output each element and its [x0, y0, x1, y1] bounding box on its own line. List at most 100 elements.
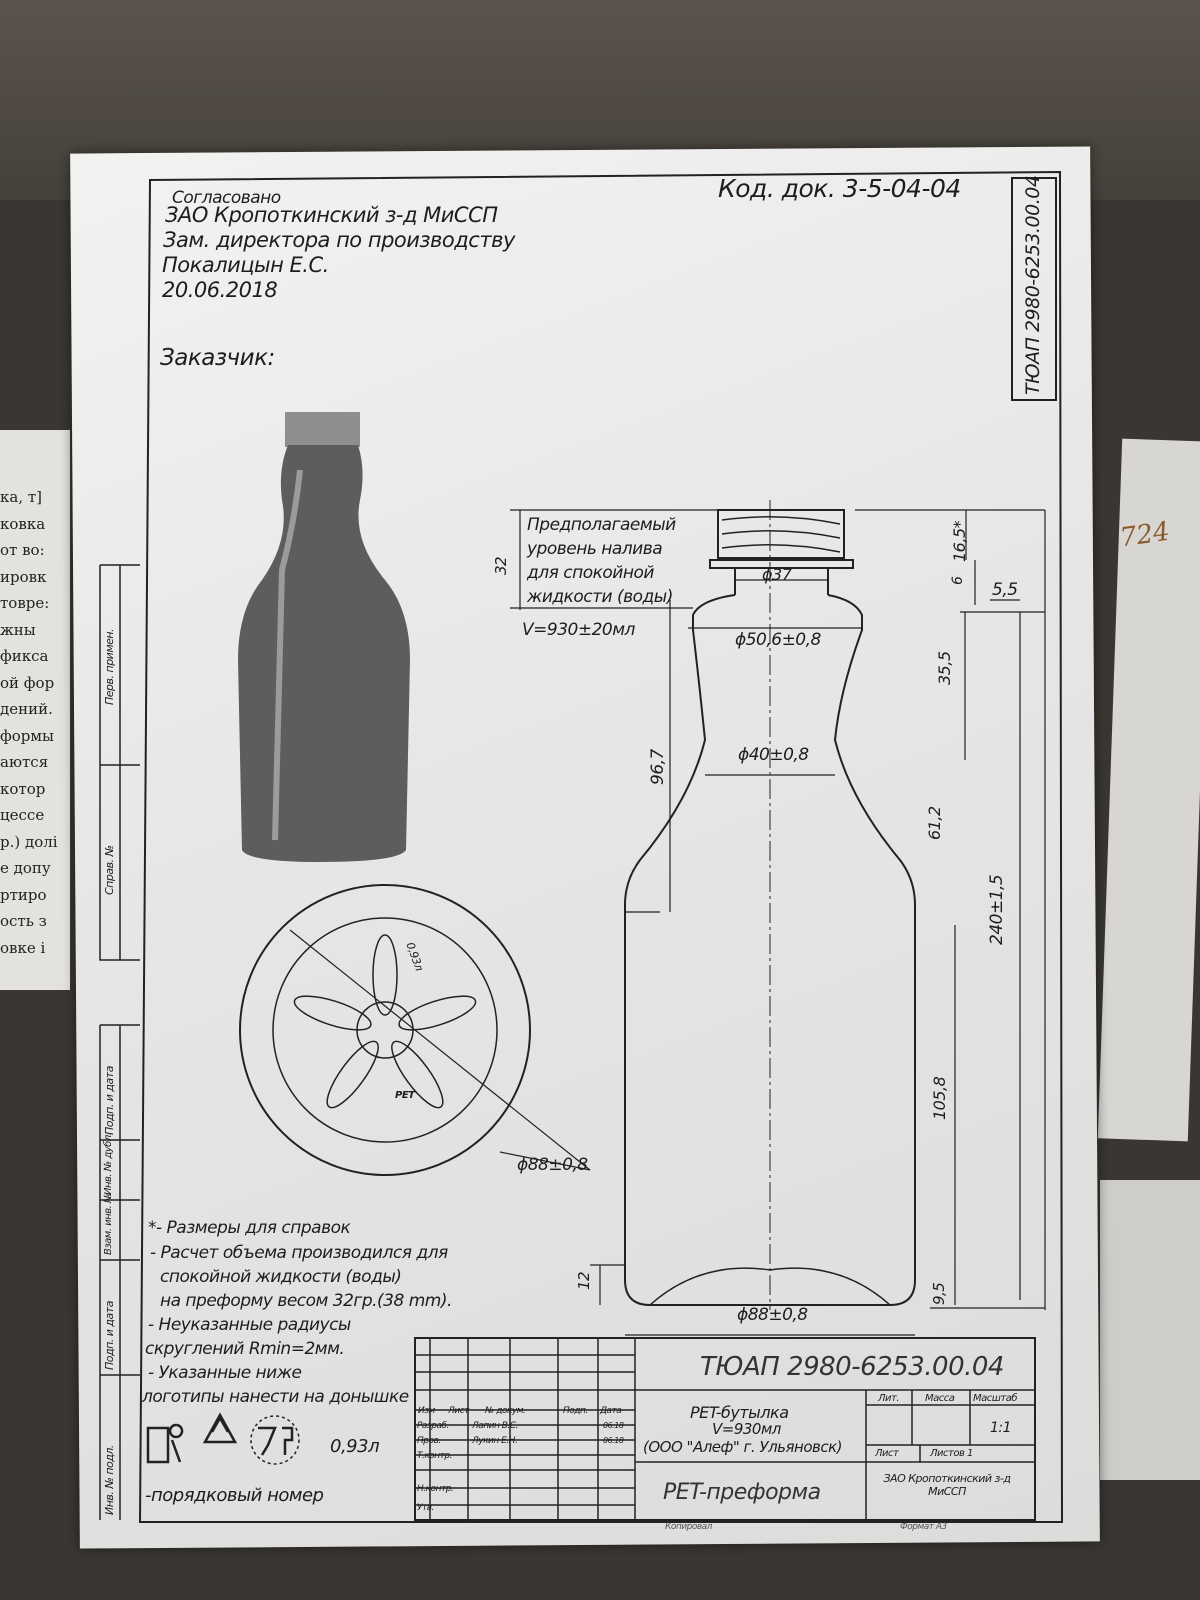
dim-neck-dia: ϕ37 — [762, 565, 792, 584]
col-header-sheet: Лист — [448, 1406, 469, 1416]
dim-waist-dia: ϕ40±0,8 — [738, 745, 809, 765]
background-text-fragment: овке і — [0, 938, 46, 957]
row-developed-date: 06.18 — [603, 1421, 624, 1430]
bottle-photo — [238, 412, 410, 862]
dim-collar-dia: ϕ50,6±0,8 — [735, 630, 821, 650]
label-copied: Копировал — [665, 1522, 712, 1532]
side-strip-ref-no: Справ. № — [103, 845, 116, 895]
note-1: *- Размеры для справок — [148, 1218, 351, 1238]
glass-fork-icon — [258, 1426, 294, 1456]
note-2: - Расчет объема производился для — [150, 1243, 448, 1263]
row-norm-control: Н.контр. — [417, 1484, 454, 1494]
fill-note-line2: уровень налива — [527, 539, 663, 559]
side-strip-dup-inv: Инв. № дубл. — [103, 1132, 114, 1195]
title-material: PET-преформа — [663, 1480, 821, 1505]
note-7: - Указанные ниже — [148, 1363, 302, 1383]
stamp-box — [1011, 177, 1057, 401]
row-tech-control: Т.контр. — [417, 1451, 453, 1461]
drawing-frame — [138, 170, 1064, 1523]
dim-240: 240±1,5 — [987, 874, 1007, 945]
approval-position: Зам. директора по производству — [163, 228, 515, 252]
stamp-code: ТЮАП 2980-6253.00.04 — [1022, 175, 1044, 395]
background-document-left — [0, 430, 70, 990]
label-sheets: Листов 1 — [930, 1448, 973, 1459]
side-strip-orig-inv: Инв. № подл. — [103, 1445, 116, 1515]
background-text-fragment: р.) долі — [0, 832, 58, 851]
background-text-fragment: ой фор — [0, 673, 55, 692]
dim-32: 32 — [492, 556, 510, 575]
side-strip-sign-date-2: Подп. и дата — [103, 1301, 116, 1370]
dim-96-7: 96,7 — [648, 749, 668, 785]
background-text-fragment: дений. — [0, 700, 53, 718]
dim-9-5: 9,5 — [930, 1282, 948, 1305]
scale-value: 1:1 — [990, 1420, 1012, 1436]
bottom-logos — [146, 1412, 300, 1465]
approval-name: Покалицын Е.С. — [162, 253, 329, 277]
bottom-recycle-mark: PET — [395, 1090, 415, 1101]
side-strip-first-use: Перв. примен. — [103, 628, 116, 705]
tidyman-logo-icon — [146, 1423, 184, 1464]
background-text-fragment: цессе — [0, 806, 45, 824]
dim-bottom-dia: ϕ88±0,8 — [517, 1155, 588, 1175]
approval-company: ЗАО Кропоткинский з-д МиССП — [165, 203, 498, 227]
row-developed: Разраб. — [417, 1421, 449, 1431]
dim-61-2: 61,2 — [925, 806, 944, 840]
label-mass: Масса — [925, 1393, 955, 1404]
bottle-outline — [510, 500, 1046, 1336]
background-text-fragment: от во: — [0, 541, 45, 559]
background-text-fragment: аются — [0, 753, 49, 771]
recycle-logo-icon — [202, 1412, 238, 1444]
note-5: - Неуказанные радиусы — [148, 1315, 351, 1335]
dim-105-8: 105,8 — [930, 1076, 949, 1120]
background-text-fragment: жны — [0, 620, 36, 639]
title-company: ЗАО Кропоткинский з-д МиССП — [883, 1472, 1011, 1498]
bottom-view — [239, 884, 591, 1176]
note-4: на преформу весом 32гр.(38 mm). — [160, 1291, 452, 1311]
fill-volume: V=930±20мл — [522, 620, 635, 640]
background-text-fragment: фикса — [0, 647, 49, 665]
side-strip-lower — [99, 1024, 140, 1520]
title-designation: ТЮАП 2980-6253.00.04 — [700, 1352, 1004, 1382]
dim-5-5: 5,5 — [992, 580, 1018, 600]
food-safe-logo-icon — [250, 1415, 300, 1465]
row-developed-name: Лапин В.С. — [472, 1421, 518, 1431]
background-text-fragment: котор — [0, 779, 46, 798]
note-8: логотипы нанести на донышке — [142, 1387, 409, 1407]
serial-note: -порядковый номер — [145, 1485, 324, 1506]
dim-6: 6 — [950, 576, 966, 585]
dim-16-5: 16,5* — [950, 520, 969, 562]
dim-35-5: 35,5 — [935, 651, 954, 685]
label-lit: Лит. — [878, 1393, 900, 1404]
approval-label: Согласовано — [172, 188, 281, 208]
title-product: PET-бутылка — [690, 1403, 789, 1422]
label-sheet: Лист — [875, 1448, 899, 1459]
title-volume: V=930мл — [712, 1420, 781, 1438]
fill-note-line1: Предполагаемый — [527, 515, 676, 535]
background-text-fragment: ировк — [0, 567, 47, 586]
logos-volume: 0,93л — [330, 1436, 380, 1457]
side-strip-upper — [99, 564, 140, 961]
background-text-fragment: формы — [0, 726, 54, 745]
label-scale: Масштаб — [973, 1393, 1018, 1404]
background-text-fragment: ковка — [0, 514, 46, 533]
background-text-fragment: товре: — [0, 594, 50, 612]
approval-date: 20.06.2018 — [162, 278, 278, 302]
dim-base-dia: ϕ88±0,8 — [737, 1305, 808, 1325]
dim-12: 12 — [575, 1271, 593, 1290]
background-text-fragment: е допу — [0, 859, 51, 877]
fill-note-line3: для спокойной — [527, 563, 654, 583]
label-format: Формат А3 — [900, 1522, 947, 1532]
side-strip-replace-inv: Взам. инв. № — [103, 1193, 114, 1255]
background-text-fragment: ка, т] — [0, 488, 43, 506]
row-approved: Утв. — [417, 1503, 434, 1513]
document-code: Код. док. 3-5-04-04 — [718, 174, 961, 203]
col-header-change: Изм — [418, 1406, 435, 1416]
row-checked: Пров. — [417, 1436, 441, 1446]
background-text-fragment: ость з — [0, 912, 47, 930]
col-header-date: Дата — [600, 1406, 622, 1416]
col-header-sign: Подп. — [563, 1406, 588, 1416]
title-customer: (ООО "Алеф" г. Ульяновск) — [643, 1438, 843, 1456]
fill-note-line4: жидкости (воды) — [527, 587, 673, 607]
note-6: скруглений Rmin=2мм. — [145, 1339, 345, 1359]
